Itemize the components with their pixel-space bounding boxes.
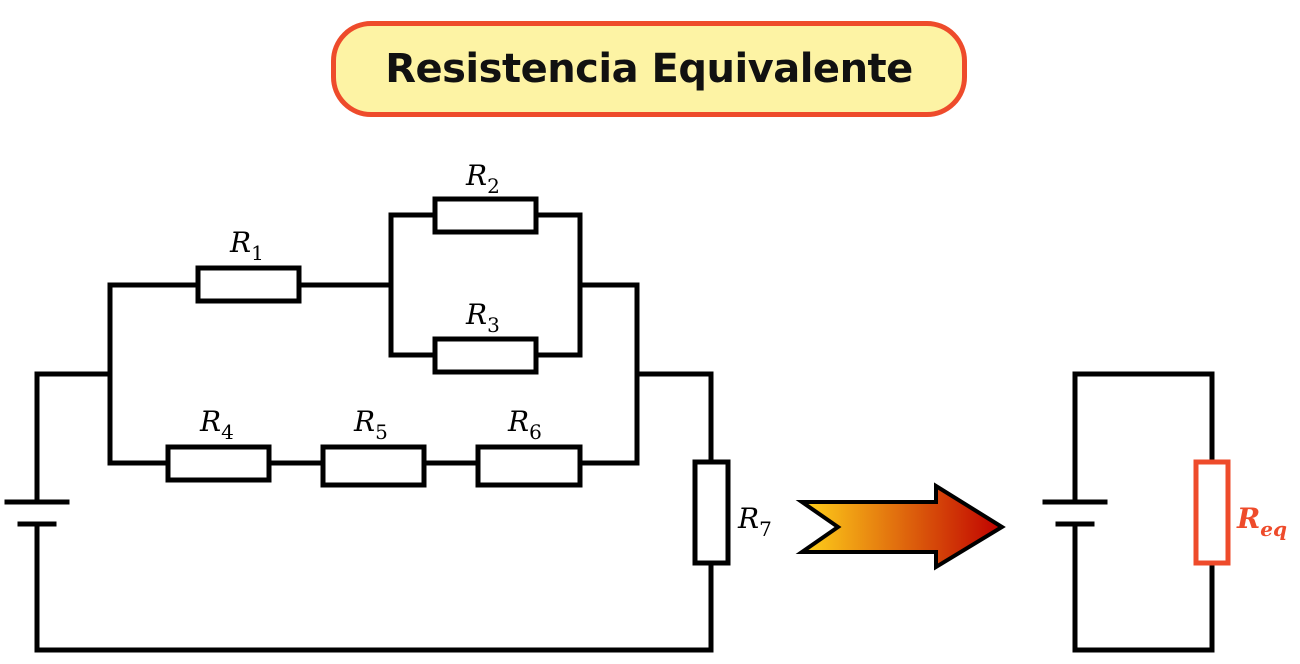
left-circuit-wires xyxy=(34,212,714,653)
transform-arrow-icon xyxy=(795,482,1006,571)
label-r1: R1 xyxy=(229,226,264,265)
diagram-title: Resistencia Equivalente xyxy=(385,46,913,92)
label-req: Req xyxy=(1236,502,1287,541)
label-r2: R2 xyxy=(465,159,500,198)
resistor-r1 xyxy=(195,265,302,304)
wire-battery-top xyxy=(34,371,113,505)
title-banner: Resistencia Equivalente xyxy=(331,21,967,117)
resistor-req xyxy=(1193,459,1231,566)
label-r3: R3 xyxy=(465,298,500,337)
wire-to-r7 xyxy=(634,371,714,465)
eq-wire-bottom xyxy=(1072,521,1215,653)
label-r5: R5 xyxy=(353,405,388,444)
resistor-r6 xyxy=(475,444,583,488)
label-r6: R6 xyxy=(507,405,542,444)
equivalent-circuit: Req xyxy=(1042,371,1287,653)
wire-return xyxy=(34,521,714,653)
resistor-r4 xyxy=(165,444,272,483)
eq-wire-top xyxy=(1072,371,1215,505)
label-r7: R7 xyxy=(737,502,772,541)
resistor-r3 xyxy=(432,336,539,375)
resistor-r7 xyxy=(692,459,731,566)
resistor-r5 xyxy=(320,444,427,488)
battery-left xyxy=(4,499,70,527)
label-r4: R4 xyxy=(199,405,234,444)
resistor-r2 xyxy=(432,196,539,235)
